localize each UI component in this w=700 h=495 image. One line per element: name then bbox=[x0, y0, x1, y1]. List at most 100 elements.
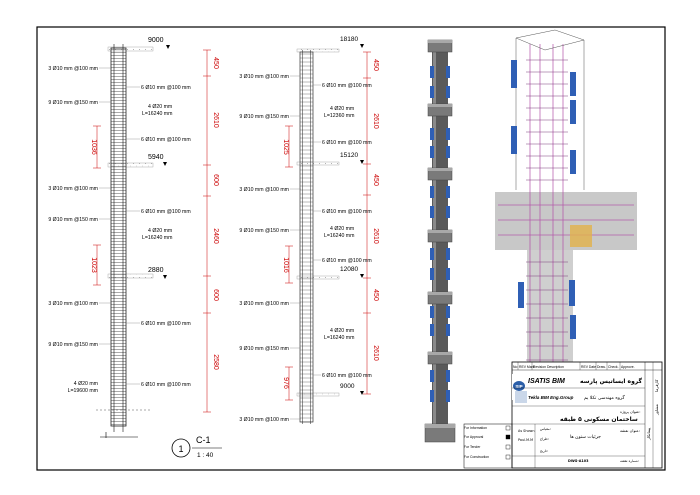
note-b-l7: 3 Ø10 mm @100 mm bbox=[239, 417, 289, 423]
sheet-number: DWG-A103 bbox=[568, 459, 589, 463]
note-b-r4: 6 Ø10 mm @100 mm bbox=[322, 140, 372, 146]
note-a-l3: 3 Ø10 mm @100 mm bbox=[48, 186, 98, 192]
note-a-r8: 6 Ø10 mm @100 mm bbox=[141, 321, 191, 327]
purpose-information: For Information bbox=[464, 426, 487, 430]
date-label: تاریخ: bbox=[540, 449, 548, 453]
rebar-cage-3d-view bbox=[495, 29, 637, 400]
note-a-l4: 9 Ø10 mm @150 mm bbox=[48, 217, 98, 223]
note-a-r4: 6 Ø10 mm @100 mm bbox=[141, 137, 191, 143]
dim-b-l1: 1025 bbox=[282, 139, 289, 155]
note-b-r9: 4 Ø20 mm bbox=[330, 328, 354, 334]
drawn-label: طراح: bbox=[540, 437, 549, 441]
company-logo-text: SIP bbox=[515, 384, 522, 389]
note-b-r11: 6 Ø10 mm @100 mm bbox=[322, 373, 372, 379]
column-a-body bbox=[110, 47, 127, 427]
level-b2: 15120 bbox=[340, 152, 358, 159]
note-a-bottom-bar: 4 Ø20 mm bbox=[74, 381, 98, 387]
checkbox-tender[interactable] bbox=[505, 444, 511, 450]
note-a-l1: 3 Ø10 mm @100 mm bbox=[48, 66, 98, 72]
level-b3: 12080 bbox=[340, 266, 358, 273]
column-a-elevation: 9000 5940 2880 450 2610 600 2460 600 258… bbox=[48, 37, 219, 438]
note-a-r7: L=16240 mm bbox=[142, 235, 172, 241]
note-b-l4: 9 Ø10 mm @150 mm bbox=[239, 228, 289, 234]
note-a-r3: L=16240 mm bbox=[142, 111, 172, 117]
note-b-l6: 9 Ø10 mm @150 mm bbox=[239, 346, 289, 352]
rev-header-no: No bbox=[513, 365, 517, 369]
rev-header-mark: REV Mark bbox=[519, 365, 535, 369]
dim-a-r6: 2580 bbox=[212, 354, 219, 370]
company-name-fa: گروه مهندسی تکلا یم bbox=[584, 394, 625, 401]
tekla-logo bbox=[515, 391, 527, 403]
dim-a-r4: 2460 bbox=[212, 228, 219, 244]
company-name-en: ISATIS BIM bbox=[528, 378, 565, 385]
note-a-l6: 9 Ø10 mm @150 mm bbox=[48, 342, 98, 348]
note-b-l3: 3 Ø10 mm @100 mm bbox=[239, 187, 289, 193]
purpose-approval: For Approval bbox=[464, 435, 483, 439]
project-name: ساختمان مسکونی ۵ طبقه bbox=[560, 416, 638, 423]
note-a-l5: 3 Ø10 mm @100 mm bbox=[48, 301, 98, 307]
drawing-title: جزئیات ستون ها bbox=[570, 435, 601, 440]
note-b-r7: L=16240 mm bbox=[324, 233, 354, 239]
dim-b-r1: 450 bbox=[372, 59, 379, 71]
dim-b-r4: 2610 bbox=[372, 228, 379, 244]
note-a-bottom-length: L=19600 mm bbox=[68, 388, 98, 394]
drawing-number-circle bbox=[171, 438, 191, 458]
dim-b-l2: 1016 bbox=[282, 257, 289, 273]
dim-a-r2: 2610 bbox=[212, 112, 219, 128]
slab-a2 bbox=[107, 162, 154, 168]
rev-header-approve: Approve. bbox=[621, 365, 635, 369]
note-a-l2: 9 Ø10 mm @150 mm bbox=[48, 100, 98, 106]
purpose-tender: For Tender bbox=[464, 445, 481, 449]
scale-value: As Shown bbox=[518, 429, 534, 433]
note-a-r9: 6 Ø10 mm @100 mm bbox=[141, 382, 191, 388]
note-b-l2: 9 Ø10 mm @150 mm bbox=[239, 114, 289, 120]
dim-a-r5: 600 bbox=[212, 289, 219, 301]
drawing-label: 1 C-1 1 : 40 bbox=[171, 435, 222, 459]
note-b-r5: 6 Ø10 mm @100 mm bbox=[322, 209, 372, 215]
level-b1: 18180 bbox=[340, 36, 358, 43]
company-brand-fa: گروه ایساتیس پارسه bbox=[580, 377, 643, 385]
checkbox-approval[interactable] bbox=[505, 434, 511, 440]
drawing-title-label: عنوان نقشه: bbox=[620, 428, 640, 433]
note-a-r1: 6 Ø10 mm @100 mm bbox=[141, 85, 191, 91]
rev-header-draw: Draw. bbox=[597, 365, 606, 369]
checkbox-information[interactable] bbox=[505, 425, 511, 431]
drawing-scale: 1 : 40 bbox=[197, 452, 214, 459]
scale-label: مقیاس: bbox=[540, 427, 551, 431]
dim-a-r3: 600 bbox=[212, 174, 219, 186]
slab-a3 bbox=[107, 273, 154, 279]
dim-b-r2: 2610 bbox=[372, 113, 379, 129]
sheet-label: شماره نقشه: bbox=[620, 459, 639, 463]
rev-header-desc: Revision Description bbox=[533, 365, 564, 369]
dim-a-l1: 1036 bbox=[90, 139, 97, 155]
note-b-l5: 3 Ø10 mm @100 mm bbox=[239, 301, 289, 307]
note-b-r1: 6 Ø10 mm @100 mm bbox=[322, 83, 372, 89]
dim-b-r6: 2610 bbox=[372, 345, 379, 361]
company-logo bbox=[513, 381, 525, 391]
level-a2: 5940 bbox=[148, 154, 164, 161]
dim-b-r3: 450 bbox=[372, 174, 379, 186]
drawn-value: Paul.M.M bbox=[518, 438, 533, 442]
level-a3: 2880 bbox=[148, 267, 164, 274]
dim-a-r1: 450 bbox=[212, 57, 219, 69]
dim-b-r5: 450 bbox=[372, 289, 379, 301]
column-b-body bbox=[299, 51, 314, 423]
drawing-label-text: C-1 bbox=[196, 435, 211, 445]
group-name-en: Tekla BIM Eng.Group bbox=[528, 395, 574, 400]
purpose-construction: For Construction bbox=[464, 455, 489, 459]
drawing-number: 1 bbox=[178, 444, 183, 454]
rev-header-date: REV Date bbox=[581, 365, 596, 369]
note-b-r3: L=12360 mm bbox=[324, 113, 354, 119]
sheet-border bbox=[36, 26, 666, 471]
client-label: کارفرما bbox=[654, 379, 659, 392]
dim-b-l3: 976 bbox=[282, 377, 289, 389]
note-a-r5: 6 Ø10 mm @100 mm bbox=[141, 209, 191, 215]
slab-a1 bbox=[107, 46, 154, 52]
note-b-r6: 4 Ø20 mm bbox=[330, 226, 354, 232]
note-a-r6: 4 Ø20 mm bbox=[148, 228, 172, 234]
column-b-elevation: 18180 15120 12080 9000 450 2610 450 2610… bbox=[239, 36, 379, 424]
note-b-r2: 4 Ø20 mm bbox=[330, 106, 354, 112]
checkbox-construction[interactable] bbox=[505, 454, 511, 460]
level-b4: 9000 bbox=[340, 383, 355, 390]
